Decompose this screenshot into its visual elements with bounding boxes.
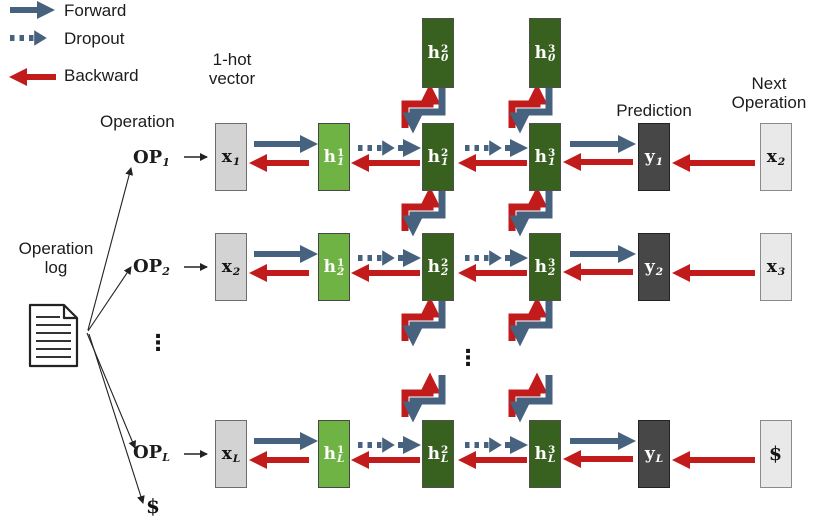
junction-h3-dots-L — [512, 375, 549, 417]
legend-forward-label: Forward — [64, 1, 127, 20]
one-hot-vector-label: 1-hot vector — [208, 50, 256, 88]
node-dollar-next: $ — [760, 420, 792, 488]
row-ellipsis: ⋮ — [457, 346, 479, 371]
junction-h3-1-2 — [512, 189, 549, 231]
junction-h3-0-1 — [512, 86, 549, 128]
junction-h2-2-dots — [405, 299, 442, 341]
operation-header: Operation — [100, 112, 175, 131]
prediction-header: Prediction — [616, 101, 692, 120]
junction-h2-0-1 — [405, 86, 442, 128]
junction-h2-dots-L — [405, 375, 442, 417]
legend-dropout-label: Dropout — [64, 29, 125, 48]
op-ellipsis: ⋮ — [147, 331, 169, 356]
opL-token: OPL — [133, 442, 170, 464]
op2-token: OP2 — [133, 256, 170, 278]
legend-backward-label: Backward — [64, 66, 139, 85]
log-fanout-arrows — [86, 167, 145, 504]
junction-h3-2-dots — [512, 299, 549, 341]
end-of-log-token: $ — [146, 494, 160, 518]
operation-log-label: Operation log — [18, 239, 94, 277]
op1-token: OP1 — [133, 147, 170, 169]
junction-h2-1-2 — [405, 189, 442, 231]
document-icon — [28, 303, 79, 368]
next-operation-header: Next Operation — [731, 74, 807, 112]
